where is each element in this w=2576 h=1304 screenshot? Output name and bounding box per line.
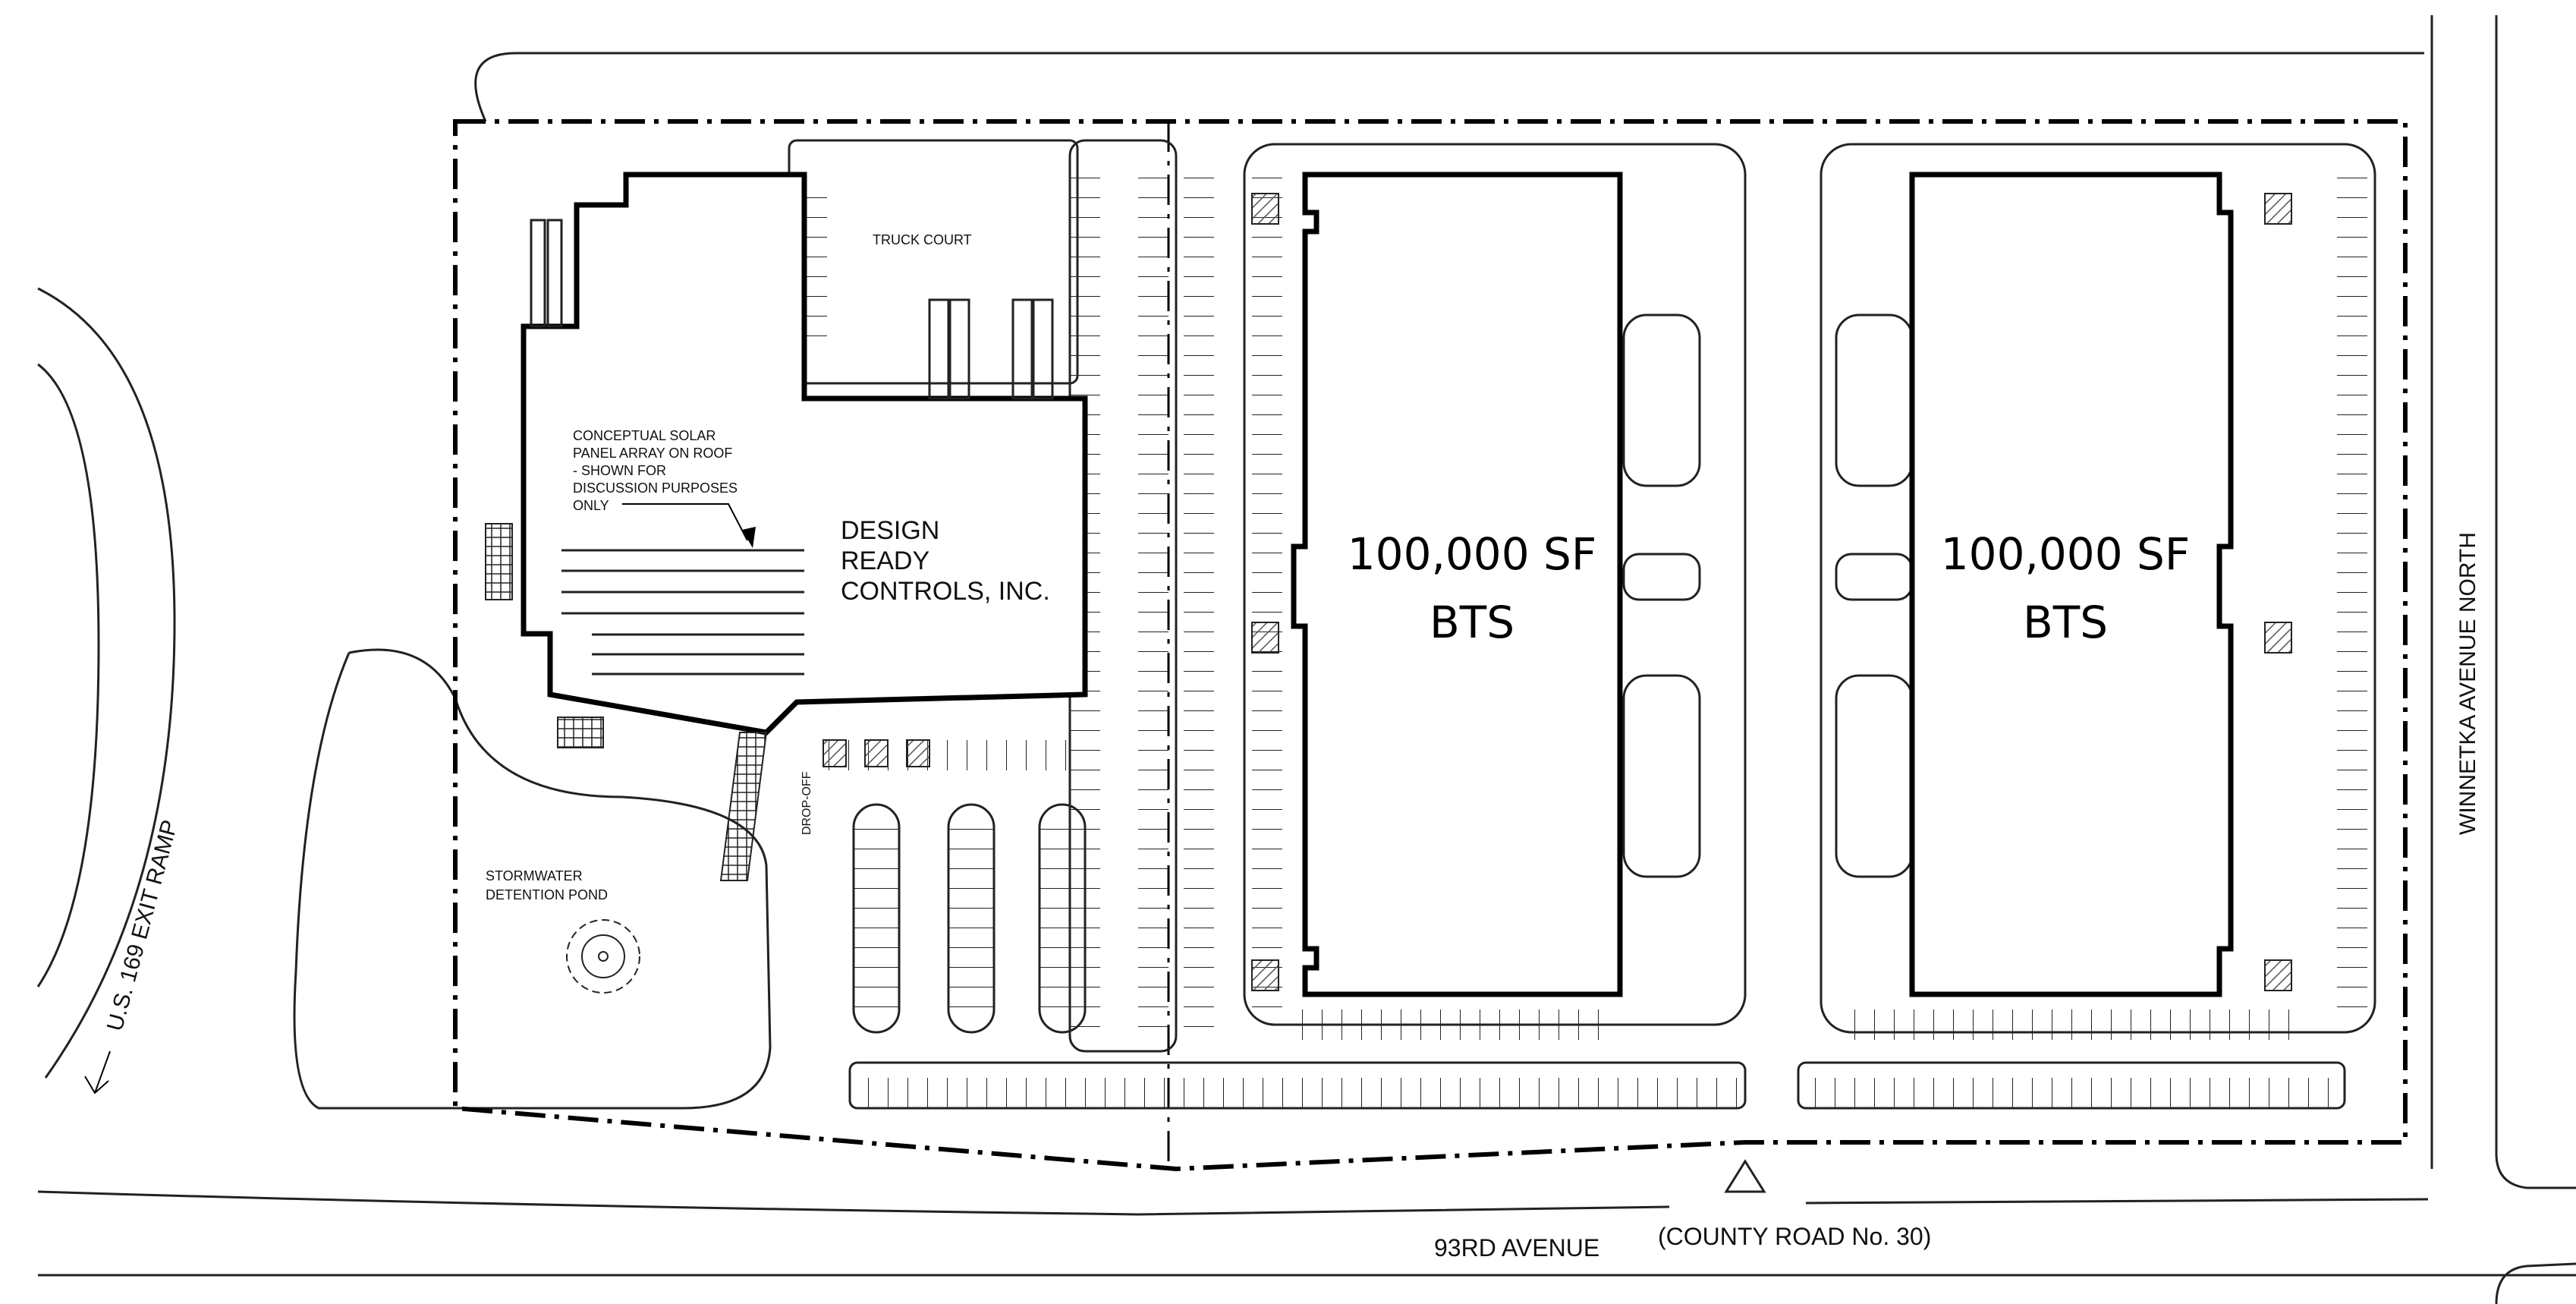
accessible-stalls [822, 193, 2292, 991]
exit-ramp-label: U.S. 169 EXIT RAMP [102, 817, 183, 1034]
solar-note-arrowhead [742, 527, 756, 548]
avenue-label: 93RD AVENUE [1434, 1234, 1599, 1261]
winnetka-east-edge [2495, 15, 2576, 1189]
building-a-line-3: CONTROLS, INC. [841, 577, 1050, 606]
exit-ramp-arrow [84, 1050, 111, 1095]
building-c-type: BTS [2023, 597, 2108, 648]
top-loop [474, 52, 2424, 122]
avenue-north-edge-east [1805, 1198, 2429, 1205]
pond-label-line-1: STORMWATER [486, 868, 583, 884]
building-b-type: BTS [1430, 597, 1514, 648]
ramp-edge-1 [37, 287, 176, 1079]
building-a-label: DESIGN READY CONTROLS, INC. [841, 516, 1050, 606]
drop-off-label: DROP-OFF [800, 771, 813, 835]
solar-note: CONCEPTUAL SOLAR PANEL ARRAY ON ROOF - S… [573, 428, 738, 513]
building-b [1291, 172, 1623, 997]
building-b-area: 100,000 SF [1348, 528, 1596, 580]
truck-trailers [530, 219, 1054, 400]
avenue-north-edge [37, 1190, 1670, 1216]
winnetka-label: WINNETKA AVENUE NORTH [2455, 532, 2480, 835]
property-boundary [453, 119, 2408, 1172]
winnetka-east-edge-south [2495, 1262, 2576, 1304]
building-a-line-2: READY [841, 546, 929, 575]
roads [36, 15, 2576, 1304]
solar-note-line-1: CONCEPTUAL SOLAR [573, 428, 716, 443]
county-road-label: (COUNTY ROAD No. 30) [1658, 1223, 1931, 1250]
landscape-islands [1622, 313, 1914, 878]
solar-note-line-4: DISCUSSION PURPOSES [573, 480, 738, 496]
solar-panel-array [561, 549, 804, 676]
building-a-line-1: DESIGN [841, 516, 939, 545]
paved-walkways [485, 523, 768, 881]
pond-label-line-2: DETENTION POND [486, 887, 608, 902]
building-c-area: 100,000 SF [1941, 528, 2190, 580]
pond-symbol [566, 919, 640, 994]
building-b-label: 100,000 SF BTS [1348, 528, 1596, 648]
ramp-edge-2 [36, 363, 100, 987]
pond-label: STORMWATER DETENTION POND [486, 868, 608, 902]
solar-note-line-2: PANEL ARRAY ON ROOF [573, 446, 732, 461]
pond-area [293, 648, 772, 1110]
island-curb [1724, 1159, 1766, 1193]
solar-note-line-5: ONLY [573, 498, 609, 513]
building-c [1909, 172, 2234, 997]
building-c-label: 100,000 SF BTS [1941, 528, 2190, 648]
solar-note-line-3: - SHOWN FOR [573, 463, 666, 478]
truck-court-label: TRUCK COURT [873, 232, 972, 247]
solar-note-leader [622, 503, 748, 541]
